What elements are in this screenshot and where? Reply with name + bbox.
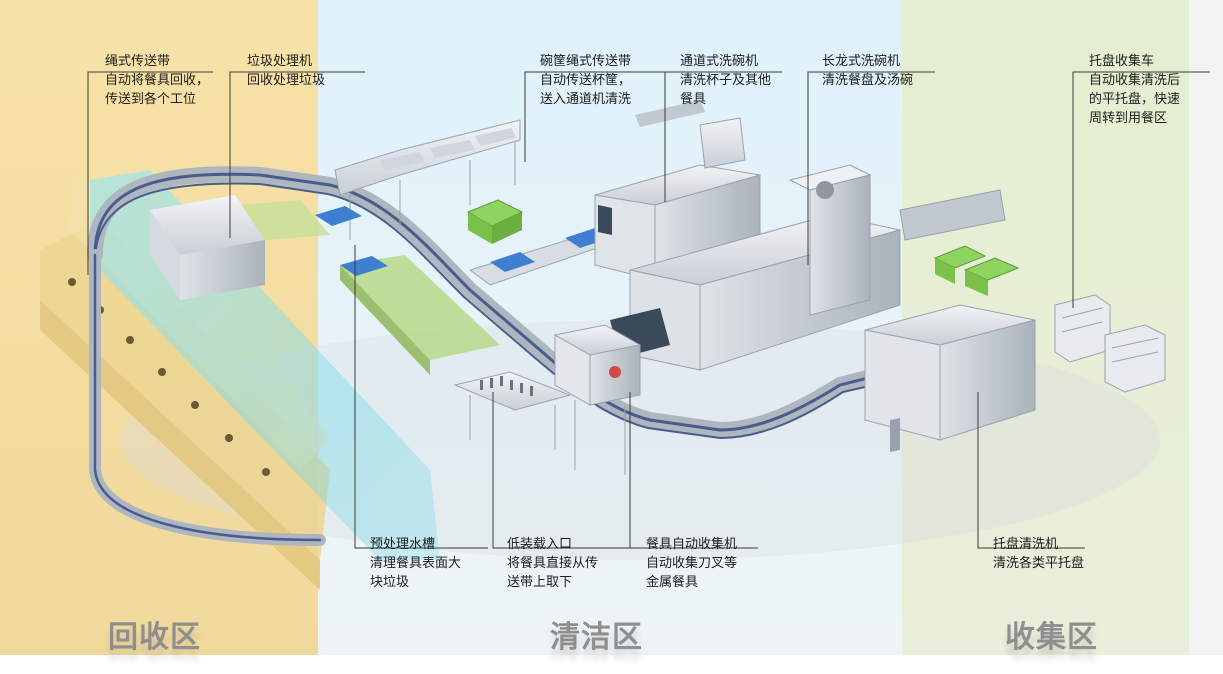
label-tray-cart-title: 托盘收集车 — [1089, 54, 1155, 69]
label-tray-washer-desc: 清洗各类平托盘 — [993, 556, 1085, 571]
rope-conveyor-belt — [87, 166, 888, 546]
label-channel-dishwasher-title: 通道式洗碗机 — [680, 54, 759, 69]
label-tray-cart: 托盘收集车 自动收集清洗后 的平托盘，快速 周转到用餐区 — [1089, 52, 1180, 128]
label-cutlery-collector: 餐具自动收集机 自动收集刀叉等 金属餐具 — [646, 535, 737, 592]
label-pre-sink-desc-1: 清理餐具表面大 — [370, 556, 462, 571]
label-low-loading-title: 低装载入口 — [507, 537, 573, 552]
right-margin-band — [1189, 0, 1223, 655]
collect-green-bins — [933, 245, 1020, 296]
zone-title-recycle: 回收区 — [108, 620, 201, 655]
label-tray-cart-desc-1: 自动收集清洗后 — [1089, 73, 1181, 88]
label-cutlery-collector-desc-1: 自动收集刀叉等 — [646, 556, 738, 571]
label-garbage-processor-desc: 回收处理垃圾 — [247, 73, 326, 88]
garbage-processor-illustration — [150, 195, 265, 300]
label-tray-washer-title: 托盘清洗机 — [993, 537, 1059, 552]
basket-conveyor-illustration — [315, 206, 622, 286]
label-garbage-processor-title: 垃圾处理机 — [247, 54, 313, 69]
label-basket-conveyor-desc-2: 送入通道机清洗 — [540, 92, 632, 107]
label-basket-conveyor-desc-1: 自动传送杯筐， — [540, 73, 632, 88]
label-low-loading: 低装载入口 将餐具直接从传 送带上取下 — [507, 535, 598, 592]
label-garbage-processor: 垃圾处理机 回收处理垃圾 — [247, 52, 325, 90]
label-rope-conveyor-desc-1: 自动将餐具回收， — [105, 73, 210, 88]
label-rope-conveyor-title: 绳式传送带 — [105, 54, 171, 69]
label-basket-rope-conveyor: 碗筐绳式传送带 自动传送杯筐， 送入通道机清洗 — [540, 52, 631, 109]
tray-washer-illustration — [864, 304, 1036, 452]
label-channel-dishwasher: 通道式洗碗机 清洗杯子及其他 餐具 — [680, 52, 771, 109]
label-rope-conveyor: 绳式传送带 自动将餐具回收， 传送到各个工位 — [105, 52, 209, 109]
wall-sinks — [334, 119, 521, 240]
flight-dishwasher-illustration — [610, 164, 1006, 371]
label-cutlery-collector-desc-2: 金属餐具 — [646, 575, 699, 590]
label-flight-dishwasher-desc: 清洗餐盘及汤碗 — [822, 73, 914, 88]
bottom-strip — [0, 655, 1223, 674]
label-channel-dishwasher-desc-2: 餐具 — [680, 92, 707, 107]
zone-title-collect: 收集区 — [1005, 620, 1098, 655]
label-cutlery-collector-title: 餐具自动收集机 — [646, 537, 738, 552]
label-tray-washer: 托盘清洗机 清洗各类平托盘 — [993, 535, 1084, 573]
green-bin-cart — [466, 199, 524, 244]
zone-title-clean: 清洁区 — [550, 620, 643, 655]
label-low-loading-desc-2: 送带上取下 — [507, 575, 573, 590]
low-loading-table — [453, 371, 572, 450]
label-tray-cart-desc-2: 的平托盘，快速 — [1089, 92, 1181, 107]
label-pre-sink-desc-2: 块垃圾 — [370, 575, 410, 590]
label-flight-dishwasher-title: 长龙式洗碗机 — [822, 54, 901, 69]
label-pre-sink-title: 预处理水槽 — [370, 537, 436, 552]
tray-carts-illustration — [1054, 294, 1166, 393]
label-flight-dishwasher: 长龙式洗碗机 清洗餐盘及汤碗 — [822, 52, 913, 90]
leader-lines — [87, 71, 1210, 549]
label-tray-cart-desc-3: 周转到用餐区 — [1089, 111, 1168, 126]
label-pre-sink: 预处理水槽 清理餐具表面大 块垃圾 — [370, 535, 461, 592]
label-rope-conveyor-desc-2: 传送到各个工位 — [105, 92, 197, 107]
cutlery-collector-illustration — [553, 324, 642, 475]
label-low-loading-desc-1: 将餐具直接从传 — [507, 556, 599, 571]
label-basket-conveyor-title: 碗筐绳式传送带 — [540, 54, 632, 69]
label-channel-dishwasher-desc-1: 清洗杯子及其他 — [680, 73, 772, 88]
